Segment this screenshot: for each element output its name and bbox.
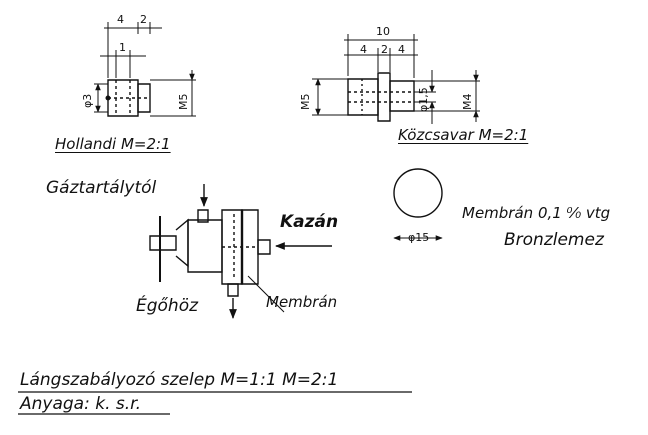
coupling-screw-title: Közcsavar M=2:1 [398, 126, 529, 144]
label-membrane: Membrán [266, 293, 338, 311]
valve-flow-arrows [200, 184, 332, 319]
label-burner: Égőhöz [136, 296, 199, 316]
screw-dim-right-height: M4 [461, 93, 474, 111]
coupling-screw-part [348, 73, 414, 121]
membrane-material: Bronzlemez [504, 230, 604, 250]
screw-dim-c: 4 [398, 43, 405, 56]
label-boiler: Kazán [280, 212, 339, 232]
holland-dim-inner: 1 [119, 41, 126, 54]
holland-nut-part [106, 80, 150, 116]
label-gas-tank: Gáztartálytól [46, 178, 157, 198]
screw-dim-left-height: M5 [299, 93, 312, 111]
screw-dim-a: 4 [360, 43, 367, 56]
drawing-title: Lángszabályozó szelep M=1:1 M=2:1 [20, 370, 339, 390]
footer-underlines [18, 392, 412, 414]
screw-dim-total: 10 [376, 25, 390, 38]
holland-dim-height: M5 [177, 93, 190, 111]
holland-dim-top-a: 4 [117, 13, 124, 26]
holland-dim-dia: φ3 [81, 93, 94, 108]
membrane-dim-dia: φ15 [408, 231, 430, 244]
holland-nut-title: Hollandi M=2:1 [55, 135, 171, 153]
membrane-spec: Membrán 0,1 ⁰⁄₀ vtg [462, 204, 611, 222]
screw-dim-b: 2 [381, 43, 388, 56]
holland-nut-dimensions [94, 22, 196, 116]
membrane-disk [394, 169, 442, 217]
holland-dim-top-b: 2 [140, 13, 147, 26]
coupling-screw-dimensions [312, 34, 480, 124]
drawing-material: Anyaga: k. s.r. [20, 394, 141, 414]
screw-dim-bore: φ1,5 [417, 87, 430, 112]
valve-assembly [150, 210, 270, 296]
